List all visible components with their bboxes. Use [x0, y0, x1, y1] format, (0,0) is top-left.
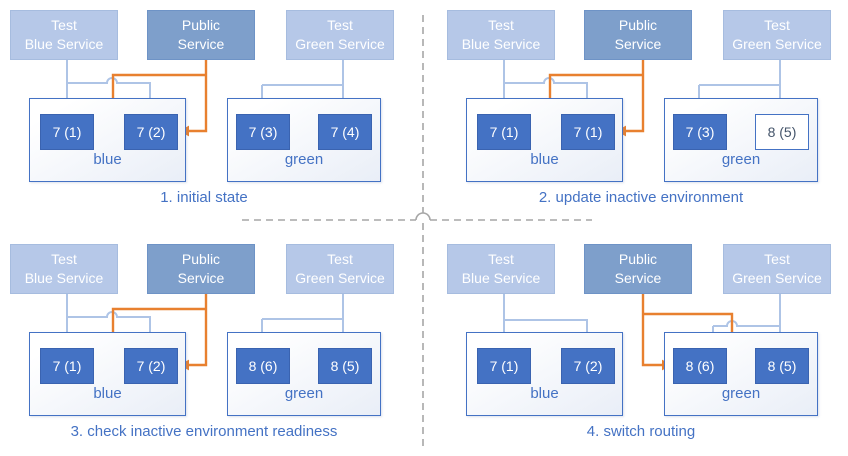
service-test-blue: Test Blue Service [10, 10, 118, 60]
step-caption-2: 2. update inactive environment [538, 189, 744, 206]
service-public: Public Service [584, 244, 692, 294]
service-label-line: Test [764, 251, 790, 267]
service-label-line: Blue Service [24, 270, 104, 286]
service-label-line: Public [181, 17, 221, 33]
service-label-line: Public [618, 251, 658, 267]
pod-green-1: 8 (6) [673, 348, 727, 384]
environment-blue-label: blue [530, 151, 559, 168]
service-label-line: Public [618, 17, 658, 33]
environment-green-label: green [721, 385, 761, 402]
pod-blue-2: 7 (2) [124, 114, 178, 150]
service-label-line: Service [177, 36, 225, 52]
service-test-green: Test Green Service [723, 10, 831, 60]
pod-blue-1: 7 (1) [40, 114, 94, 150]
quadrant-4-switch-routing: Test Blue Service Public Service Test Gr… [424, 228, 848, 456]
service-label-line: Service [614, 36, 662, 52]
service-test-blue: Test Blue Service [447, 244, 555, 294]
service-label-line: Green Service [295, 36, 385, 52]
pod-blue-1: 7 (1) [477, 114, 531, 150]
environment-blue-label: blue [93, 151, 122, 168]
pod-blue-2: 7 (1) [561, 114, 615, 150]
service-public: Public Service [147, 244, 255, 294]
service-label-line: Green Service [732, 36, 822, 52]
pod-blue-1: 7 (1) [40, 348, 94, 384]
service-label-line: Test [488, 17, 514, 33]
service-label-line: Blue Service [24, 36, 104, 52]
test-traffic-lines [503, 294, 781, 338]
service-label-line: Test [51, 17, 77, 33]
service-label-line: Public [181, 251, 221, 267]
environment-green-label: green [721, 151, 761, 168]
pod-blue-1: 7 (1) [477, 348, 531, 384]
pod-blue-2: 7 (2) [124, 348, 178, 384]
step-caption-1: 1. initial state [160, 189, 248, 206]
step-caption-3: 3. check inactive environment readiness [70, 423, 338, 440]
service-label-line: Green Service [295, 270, 385, 286]
service-test-blue: Test Blue Service [10, 244, 118, 294]
pod-green-1: 8 (6) [236, 348, 290, 384]
service-label-line: Blue Service [461, 270, 541, 286]
pod-green-2-new: 8 (5) [755, 114, 809, 150]
service-label-line: Green Service [732, 270, 822, 286]
pod-green-2: 8 (5) [318, 348, 372, 384]
pod-green-1: 7 (3) [236, 114, 290, 150]
quadrant-2-update-inactive: Test Blue Service Public Service Test Gr… [424, 0, 848, 228]
environment-blue-label: blue [530, 385, 559, 402]
pod-green-2: 8 (5) [755, 348, 809, 384]
pod-green-2: 7 (4) [318, 114, 372, 150]
service-label-line: Service [177, 270, 225, 286]
quadrant-3-check-readiness: Test Blue Service Public Service Test Gr… [0, 228, 424, 456]
service-public: Public Service [147, 10, 255, 60]
service-label-line: Test [51, 251, 77, 267]
quadrant-1-initial-state: Test Blue Service Public Service Test Gr… [0, 0, 424, 228]
environment-green-label: green [284, 151, 324, 168]
service-label-line: Test [764, 17, 790, 33]
pod-blue-2: 7 (2) [561, 348, 615, 384]
pod-green-1: 7 (3) [673, 114, 727, 150]
service-label-line: Service [614, 270, 662, 286]
environment-green-label: green [284, 385, 324, 402]
service-test-green: Test Green Service [723, 244, 831, 294]
service-label-line: Test [327, 251, 353, 267]
step-caption-4: 4. switch routing [586, 423, 696, 440]
service-public: Public Service [584, 10, 692, 60]
service-label-line: Test [327, 17, 353, 33]
service-test-green: Test Green Service [286, 244, 394, 294]
service-label-line: Test [488, 251, 514, 267]
service-test-green: Test Green Service [286, 10, 394, 60]
service-label-line: Blue Service [461, 36, 541, 52]
service-test-blue: Test Blue Service [447, 10, 555, 60]
environment-blue-label: blue [93, 385, 122, 402]
